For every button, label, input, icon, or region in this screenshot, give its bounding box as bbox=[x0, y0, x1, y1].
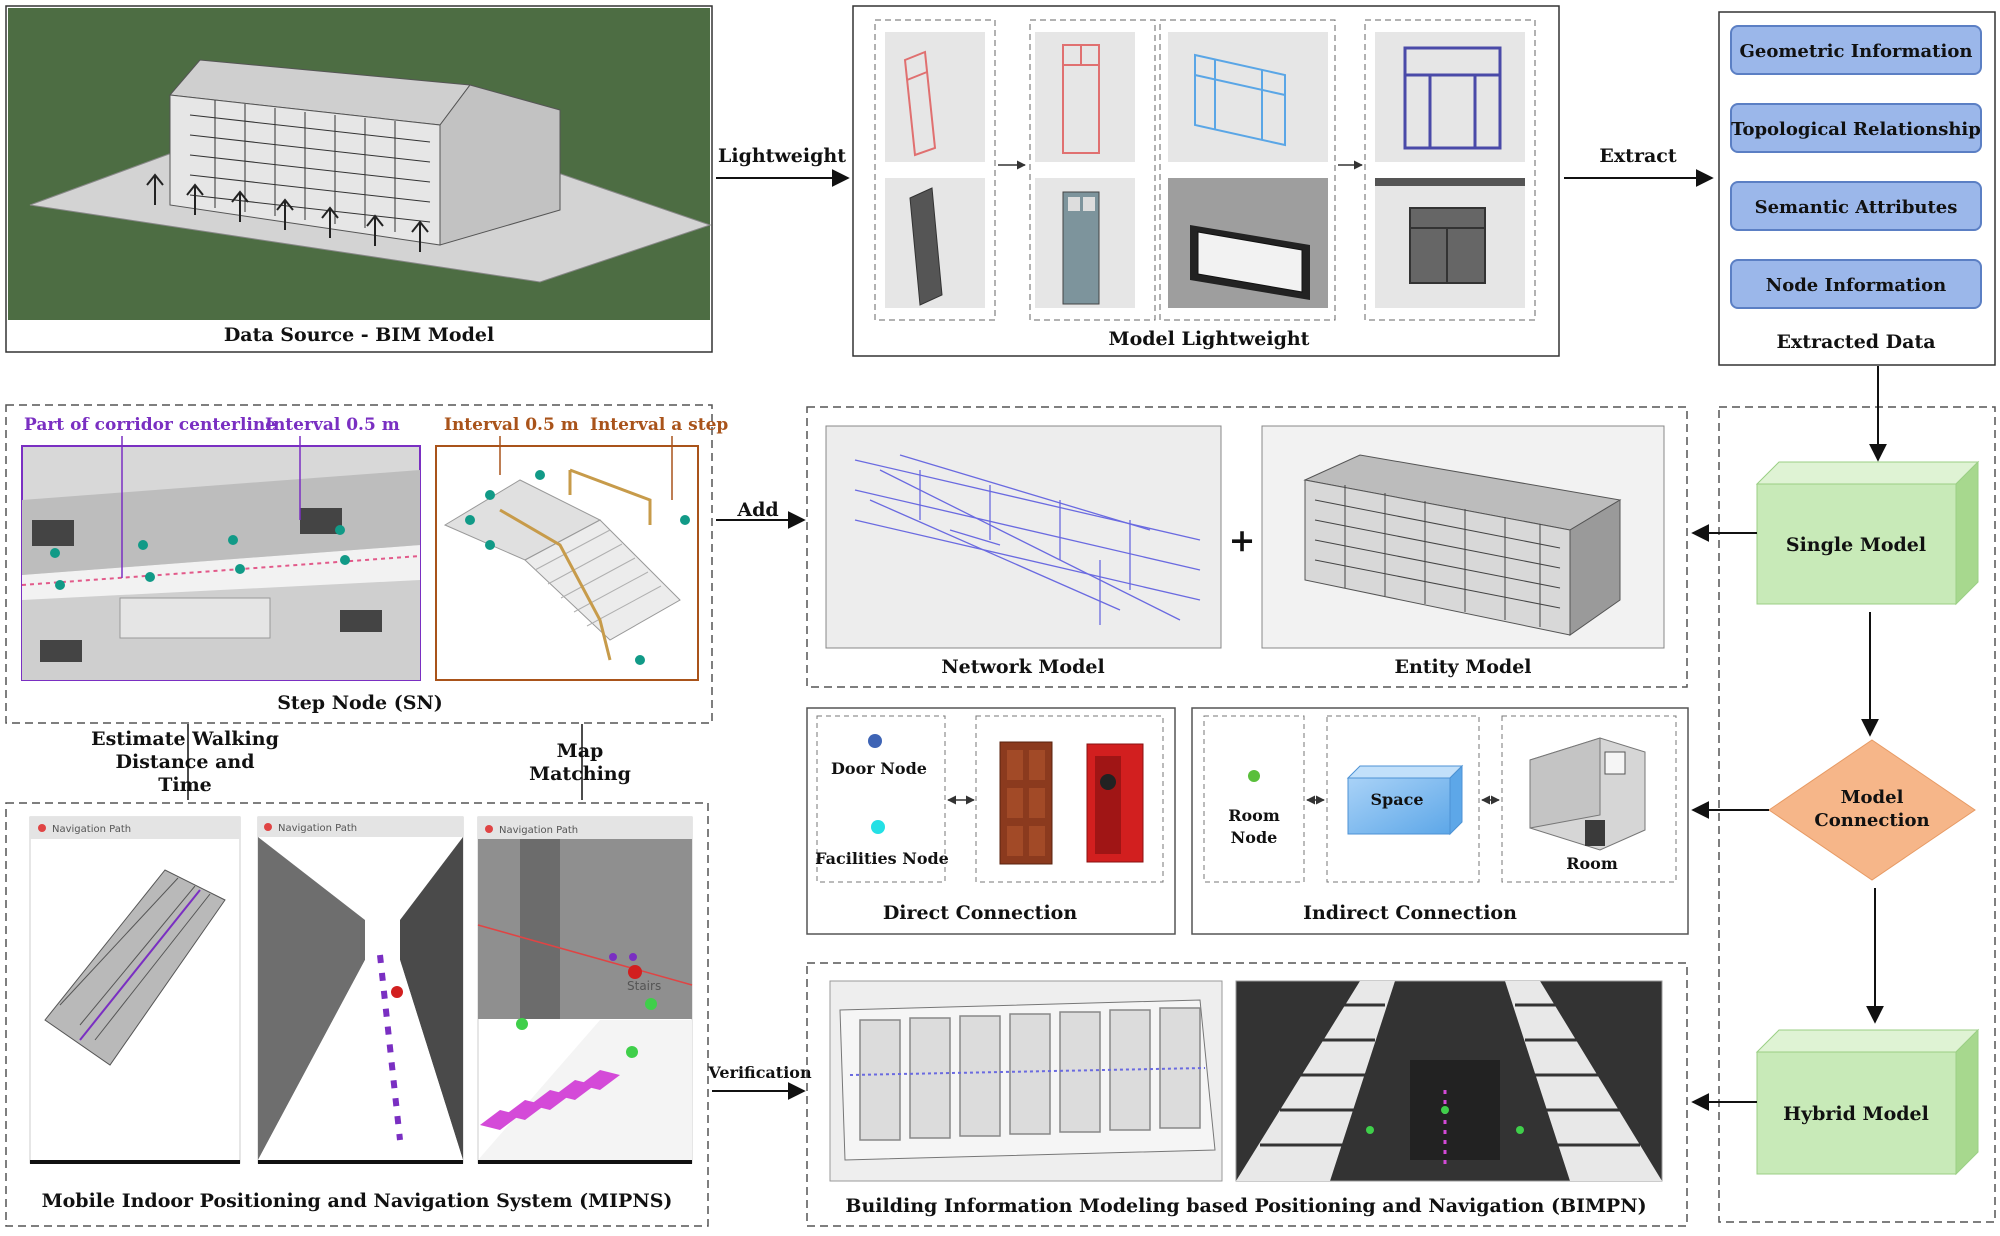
facilities-node-label: Facilities Node bbox=[815, 849, 949, 868]
room-label: Room bbox=[1566, 854, 1618, 873]
direct-connection-panel: Door Node Facilities Node Direct Connect… bbox=[806, 707, 1176, 935]
extract-arrow: Extract bbox=[1564, 145, 1714, 187]
add-label: Add bbox=[736, 499, 778, 521]
bim-model-panel: Data Source - BIM Model bbox=[5, 5, 713, 353]
model-flow-column: Single Model Model Connection Hybrid Mod… bbox=[1691, 366, 1996, 1223]
facilities-node-dot bbox=[871, 820, 885, 834]
step-node-panel: Part of corridor centerline Interval 0.5… bbox=[5, 404, 728, 724]
single-model-label: Single Model bbox=[1786, 534, 1926, 556]
model-lightweight-caption: Model Lightweight bbox=[1109, 328, 1310, 350]
svg-text:Time: Time bbox=[158, 774, 212, 796]
verification-label: Verification bbox=[707, 1063, 812, 1082]
svg-text:Matching: Matching bbox=[529, 763, 631, 785]
svg-text:Navigation Path: Navigation Path bbox=[278, 823, 357, 834]
entity-model-caption: Entity Model bbox=[1394, 656, 1531, 678]
svg-text:Navigation Path: Navigation Path bbox=[499, 825, 578, 836]
stair-interval-label: Interval 0.5 m bbox=[444, 415, 579, 435]
hybrid-model-cube: Hybrid Model bbox=[1755, 1028, 1980, 1176]
corridor-interval-label: Interval 0.5 m bbox=[265, 415, 400, 435]
door-image bbox=[999, 741, 1053, 865]
bim-model-caption: Data Source - BIM Model bbox=[224, 324, 494, 346]
indirect-connection-caption: Indirect Connection bbox=[1303, 902, 1517, 924]
extract-item-semantic: Semantic Attributes bbox=[1730, 181, 1982, 231]
extracted-data-caption: Extracted Data bbox=[1776, 331, 1935, 353]
estimate-label: Estimate Walking Distance and Time bbox=[91, 724, 279, 800]
single-model-cube: Single Model bbox=[1755, 460, 1980, 606]
lightweight-label: Lightweight bbox=[718, 145, 846, 167]
network-model-caption: Network Model bbox=[941, 656, 1104, 678]
extract-label: Extract bbox=[1599, 145, 1676, 167]
room-node-dot bbox=[1248, 770, 1260, 782]
svg-text:Distance and: Distance and bbox=[116, 751, 255, 773]
room-image bbox=[1529, 737, 1646, 851]
lightweight-arrow: Lightweight bbox=[716, 145, 850, 187]
corridor-centerline-label: Part of corridor centerline bbox=[24, 415, 276, 435]
extract-item-node: Node Information bbox=[1730, 259, 1982, 309]
bimpn-building-image bbox=[839, 999, 1216, 1161]
step-node-caption: Step Node (SN) bbox=[277, 692, 443, 714]
entity-model-image bbox=[1303, 454, 1622, 636]
bimpn-panel: Building Information Modeling based Posi… bbox=[806, 962, 1688, 1227]
mipns-caption: Mobile Indoor Positioning and Navigation… bbox=[42, 1190, 673, 1212]
model-lightweight-panel: Model Lightweight bbox=[852, 5, 1560, 357]
door-node-label: Door Node bbox=[831, 759, 927, 778]
network-model-image bbox=[854, 454, 1201, 625]
space-label: Space bbox=[1370, 790, 1423, 809]
hybrid-model-label: Hybrid Model bbox=[1783, 1103, 1929, 1125]
svg-text:Model: Model bbox=[1841, 787, 1904, 808]
bimpn-stairs-image bbox=[1236, 981, 1662, 1181]
bimpn-caption: Building Information Modeling based Posi… bbox=[845, 1195, 1646, 1217]
stairs-label: Stairs bbox=[627, 979, 661, 993]
fire-cabinet-image bbox=[1086, 743, 1144, 863]
svg-text:Connection: Connection bbox=[1814, 810, 1929, 831]
model-connection-diamond: Model Connection bbox=[1768, 739, 1976, 881]
add-arrow: Add bbox=[716, 499, 806, 529]
space-cube: Space bbox=[1346, 764, 1464, 836]
mipns-panel: Navigation Path Navigation Path bbox=[5, 802, 709, 1227]
door-node-dot bbox=[868, 734, 882, 748]
svg-text:Navigation Path: Navigation Path bbox=[52, 824, 131, 835]
map-matching-label: Map Matching bbox=[529, 724, 631, 800]
stair-step-label: Interval a step bbox=[590, 415, 728, 435]
svg-text:Semantic Attributes: Semantic Attributes bbox=[1755, 197, 1958, 218]
svg-text:Map: Map bbox=[557, 740, 604, 762]
indirect-connection-panel: Room Node Space Room Indirect Connection bbox=[1191, 707, 1689, 935]
phone-screen-overview: Navigation Path bbox=[29, 816, 241, 1164]
svg-text:Topological Relationship: Topological Relationship bbox=[1731, 119, 1981, 140]
svg-text:Estimate Walking: Estimate Walking bbox=[91, 728, 279, 750]
phone-screen-corridor: Navigation Path bbox=[257, 816, 464, 1164]
network-entity-panel: Network Model + Entity Model bbox=[806, 406, 1688, 688]
phone-screen-stairs: Navigation Path Stairs bbox=[477, 816, 693, 1164]
extract-item-geometric: Geometric Information bbox=[1730, 25, 1982, 75]
svg-text:Node: Node bbox=[1231, 828, 1278, 847]
extract-item-topological: Topological Relationship bbox=[1730, 103, 1982, 153]
svg-text:Room: Room bbox=[1228, 806, 1280, 825]
verification-arrow: Verification bbox=[707, 1063, 812, 1100]
plus-sign: + bbox=[1229, 521, 1256, 559]
svg-text:Geometric Information: Geometric Information bbox=[1740, 41, 1973, 62]
extracted-data-panel: Geometric Information Topological Relati… bbox=[1718, 11, 1996, 366]
svg-text:Node Information: Node Information bbox=[1766, 275, 1946, 296]
direct-connection-caption: Direct Connection bbox=[883, 902, 1078, 924]
